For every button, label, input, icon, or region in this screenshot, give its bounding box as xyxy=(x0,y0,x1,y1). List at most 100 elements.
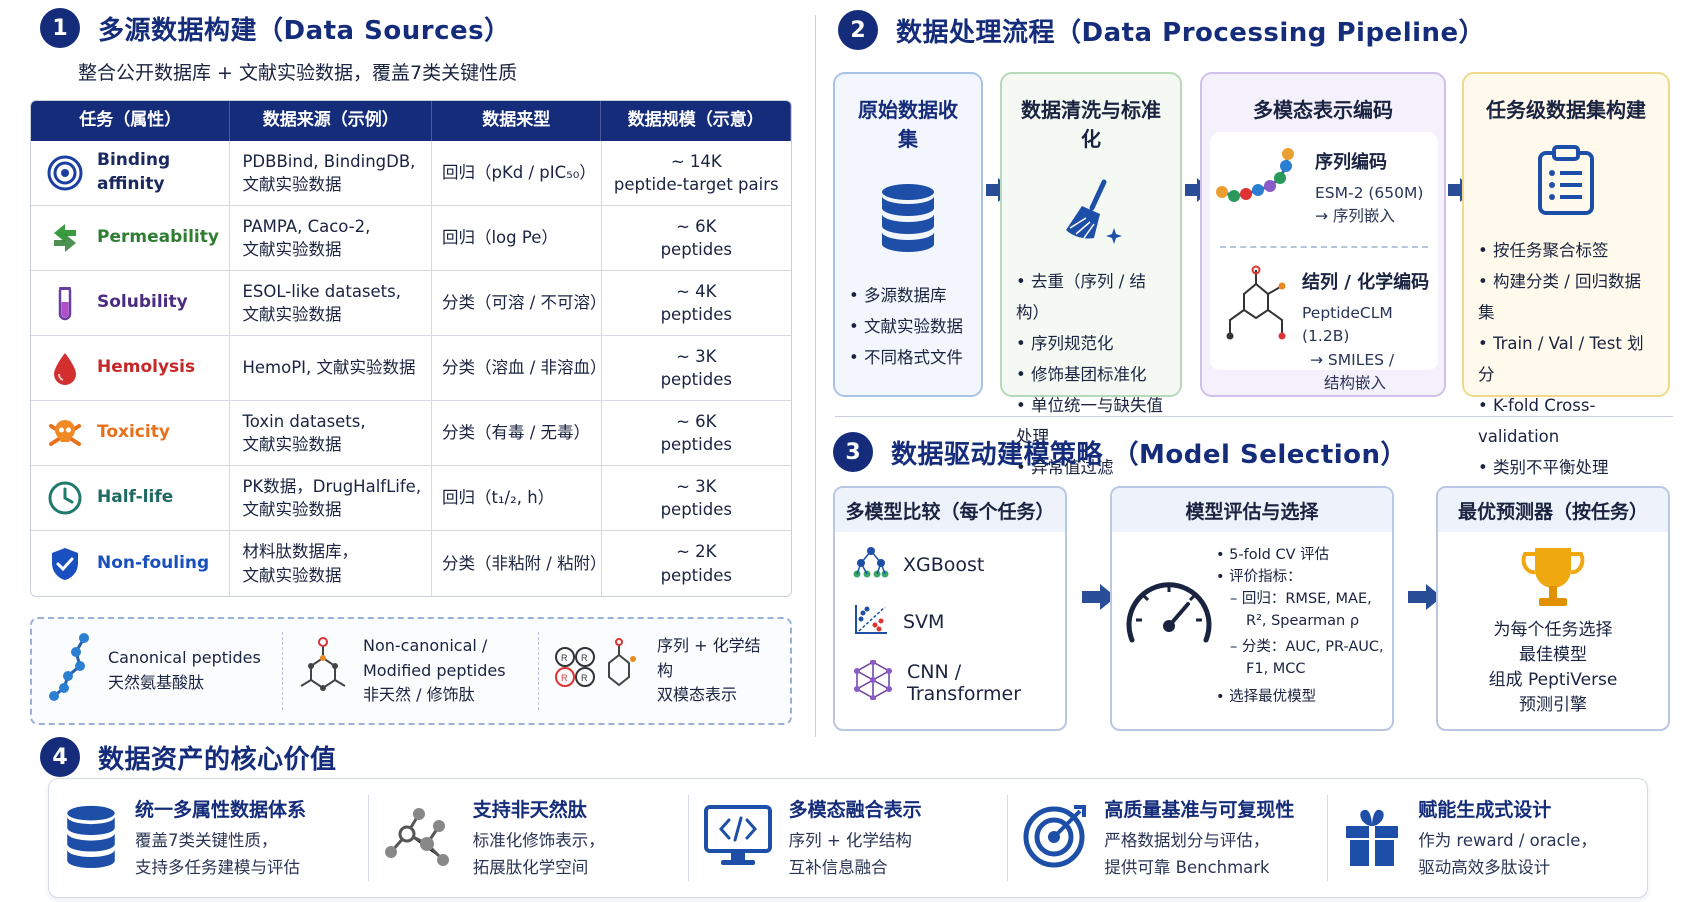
scale-unit: peptides xyxy=(660,565,732,585)
pipeline-step-title: 数据清洗与标准化 xyxy=(1021,98,1161,151)
table-header: 数据规模（示意） xyxy=(601,101,791,141)
scale-unit: peptides xyxy=(660,305,732,324)
svg-text:R: R xyxy=(561,653,568,663)
data-sources-table: 任务（属性） 数据来源（示例） 数据来型 数据规模（示意） Binding af… xyxy=(30,100,792,597)
eval-text: 选择最优模型 xyxy=(1229,689,1317,705)
skull-icon xyxy=(45,413,85,453)
eval-classification-line: – 分类：AUC, PR-AUC, xyxy=(1230,639,1384,655)
table-row: Permeability PAMPA, Caco-2,文献实验数据 回归（log… xyxy=(31,206,791,271)
task-cell: Half-life xyxy=(31,466,231,530)
task-cell: Permeability xyxy=(31,206,231,270)
list-item: 文献实验数据 xyxy=(849,311,967,342)
table-header: 任务（属性） xyxy=(31,101,231,141)
eval-classification-line: F1, MCC xyxy=(1246,661,1306,677)
table-row: Half-life PK数据，DrugHalfLife,文献实验数据 回归（t₁… xyxy=(31,466,791,531)
list-item: 单位统一与缺失值处理 xyxy=(1016,390,1166,452)
task-label: Toxicity xyxy=(97,422,170,443)
table-header: 数据来源（示例） xyxy=(230,101,432,141)
svg-text:R: R xyxy=(581,653,588,663)
source-line: 文献实验数据 xyxy=(242,175,342,194)
best-predictor-card: 最优预测器（按任务） 为每个任务选择 最佳模型 组成 PeptiVerse 预测… xyxy=(1436,486,1670,731)
eval-text: 评价指标： xyxy=(1229,569,1302,585)
value-item: 赋能生成式设计作为 reward / oracle，驱动高效多肽设计 xyxy=(1327,795,1647,881)
section-title: 数据驱动建模策略 （Model Selection） xyxy=(891,439,1408,470)
source-line: 文献实验数据 xyxy=(242,240,342,259)
section-title: 多源数据构建（Data Sources） xyxy=(98,15,511,46)
table-header: 数据来型 xyxy=(432,101,602,141)
task-label: Non-fouling xyxy=(97,552,210,573)
source-line: 文献实验数据 xyxy=(242,565,342,585)
target-icon xyxy=(45,153,85,193)
source-cell: PK数据，DrugHalfLife,文献实验数据 xyxy=(230,466,432,530)
value-desc: 标准化修饰表示， xyxy=(472,831,605,851)
molecule-icon xyxy=(297,636,349,706)
more-models-ellipsis: ... xyxy=(949,715,972,731)
section-4-header: 4 数据资产的核心价值 xyxy=(40,737,337,777)
section-title: 数据处理流程（Data Processing Pipeline） xyxy=(896,17,1486,48)
scatter-plot-icon xyxy=(853,603,889,640)
value-desc: 提供可靠 Benchmark xyxy=(1104,857,1270,877)
peptide-type-line: 双模态表示 xyxy=(657,685,738,705)
value-title: 支持非天然肽 xyxy=(472,799,587,822)
column-divider xyxy=(815,15,816,737)
blood-drop-icon xyxy=(45,348,85,388)
value-item: 多模态融合表示序列 + 化学结构互补信息融合 xyxy=(687,795,1008,881)
value-desc: 拓展肽化学空间 xyxy=(472,857,589,877)
scale-unit: peptides xyxy=(660,240,732,259)
eval-regression-line: – 回归：RMSE, MAE, xyxy=(1230,591,1372,607)
model-item-svm: SVM xyxy=(853,603,1065,640)
section-1-subtitle: 整合公开数据库 + 文献实验数据，覆盖7类关键性质 xyxy=(78,62,518,84)
svg-text:R: R xyxy=(581,673,588,683)
section-number: 3 xyxy=(833,432,873,472)
table-row: Binding affinity PDBBind, BindingDB,文献实验… xyxy=(31,141,791,206)
task-label: Hemolysis xyxy=(97,357,196,378)
section-2-header: 2 数据处理流程（Data Processing Pipeline） xyxy=(838,10,1485,50)
peptide-type-line: Canonical peptides xyxy=(108,648,261,668)
encoding-panel: 序列编码 ESM-2 (650M) → 序列嵌入 结列 / 化学编码 Pepti… xyxy=(1210,132,1438,392)
database-icon xyxy=(849,182,967,252)
pipeline-step-list: 多源数据库 文献实验数据 不同格式文件 xyxy=(849,280,967,373)
source-cell: PAMPA, Caco-2,文献实验数据 xyxy=(230,206,432,270)
scale-unit: peptides xyxy=(660,500,732,519)
best-predictor-line: 为每个任务选择 xyxy=(1493,620,1613,640)
seq-encoding-output: → 序列嵌入 xyxy=(1315,207,1395,226)
pipeline-step-list: 按任务聚合标签 构建分类 / 回归数据集 Train / Val / Test … xyxy=(1478,235,1654,483)
model-name: SVM xyxy=(903,610,945,633)
section-3-header: 3 数据驱动建模策略 （Model Selection） xyxy=(833,432,1407,472)
type-cell: 分类（溶血 / 非溶血） xyxy=(432,336,607,400)
clock-icon xyxy=(45,478,85,518)
type-cell: 分类（非粘附 / 粘附） xyxy=(432,531,607,596)
peptide-chain-icon xyxy=(46,632,94,710)
source-cell: HemoPI, 文献实验数据 xyxy=(230,336,432,400)
chem-encoding-title: 结列 / 化学编码 xyxy=(1302,272,1430,293)
sequence-beads-icon xyxy=(1216,142,1298,216)
pipeline-step-title: 原始数据收集 xyxy=(858,98,958,151)
value-item: 统一多属性数据体系覆盖7类关键性质，支持多任务建模与评估 xyxy=(49,795,368,881)
section-number: 1 xyxy=(40,8,80,48)
list-item: 不同格式文件 xyxy=(849,342,967,373)
eval-bullet: • 评价指标： xyxy=(1216,569,1302,585)
task-cell: Toxicity xyxy=(31,401,231,465)
source-cell: ESOL-like datasets,文献实验数据 xyxy=(230,271,432,335)
source-cell: Toxin datasets,文献实验数据 xyxy=(230,401,432,465)
seq-encoding-title: 序列编码 xyxy=(1315,152,1387,173)
pipeline-step-list: 去重（序列 / 结构） 序列规范化 修饰基团标准化 单位统一与缺失值处理 异常值… xyxy=(1016,266,1166,483)
list-item: 多源数据库 xyxy=(849,280,967,311)
model-compare-card: 多模型比较（每个任务） XGBoost SVM CNN / Transforme… xyxy=(833,486,1067,731)
list-item: Train / Val / Test 划分 xyxy=(1478,328,1654,390)
section-1-header: 1 多源数据构建（Data Sources） xyxy=(40,8,511,48)
list-item: 修饰基团标准化 xyxy=(1016,359,1166,390)
peptide-type-line: 序列 + 化学结构 xyxy=(657,635,761,680)
source-line: 文献实验数据 xyxy=(242,435,342,454)
list-item: 异常值过滤 xyxy=(1016,452,1166,483)
broom-icon xyxy=(1016,178,1166,248)
section-divider xyxy=(835,416,1673,417)
eval-bullet: • 5-fold CV 评估 xyxy=(1216,547,1330,563)
neural-network-icon xyxy=(853,659,893,705)
value-desc: 序列 + 化学结构 xyxy=(788,831,912,851)
